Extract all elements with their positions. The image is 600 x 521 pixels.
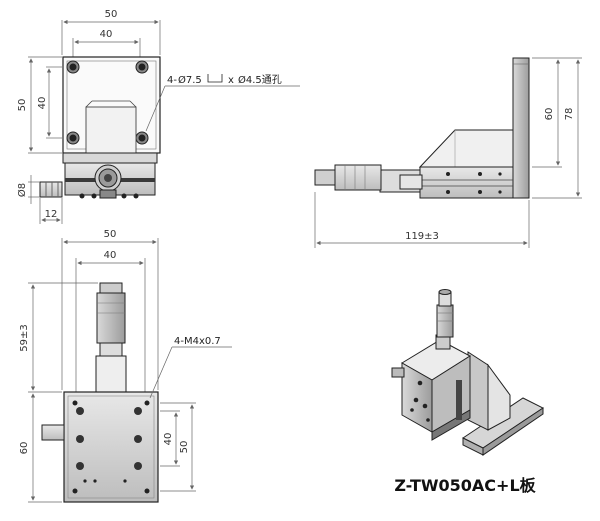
top-dim-width-inner: 40 <box>104 250 117 261</box>
model-label: Z-TW050AC+L板 <box>394 476 536 495</box>
counterbore-hole <box>66 60 80 74</box>
top-dim-height-inner: 40 <box>163 433 174 446</box>
top-dim-width-outer: 50 <box>104 229 117 240</box>
top-dim-micrometer: 59±3 <box>19 324 30 351</box>
top-view: 50 40 59±3 60 <box>19 229 232 503</box>
tap-note: 4-M4x0.7 <box>174 336 221 347</box>
hole-note-x: x <box>228 75 234 86</box>
top-dim-height-outer: 50 <box>179 441 190 454</box>
hole-note-through: Ø4.5通孔 <box>238 74 282 86</box>
counterbore-hole <box>135 60 149 74</box>
micrometer-barrel <box>96 292 126 344</box>
side-dim-length: 119±3 <box>405 231 439 242</box>
micrometer-knob <box>39 181 63 198</box>
front-dim-width-inner: 40 <box>100 29 113 40</box>
side-view: 60 78 119±3 <box>314 57 582 248</box>
isometric-view <box>391 289 544 456</box>
counterbore-hole <box>135 131 149 145</box>
hole-note-prefix: 4- <box>167 75 177 86</box>
front-dim-height-outer: 50 <box>17 99 28 112</box>
top-plate <box>63 391 159 503</box>
l-plate <box>512 57 530 199</box>
top-dim-total: 60 <box>19 442 30 455</box>
side-dim-height-inner: 60 <box>544 108 555 121</box>
front-view: 50 40 <box>16 9 300 224</box>
front-dim-height-inner: 40 <box>37 97 48 110</box>
front-dim-width-outer: 50 <box>105 9 118 20</box>
front-dim-diameter: Ø8 <box>16 183 28 197</box>
counterbore-hole <box>66 131 80 145</box>
hole-note-cbore: Ø7.5 <box>178 74 202 86</box>
front-dim-offset: 12 <box>45 209 58 220</box>
micrometer-thimble <box>334 164 382 191</box>
side-dim-height-outer: 78 <box>564 108 575 121</box>
